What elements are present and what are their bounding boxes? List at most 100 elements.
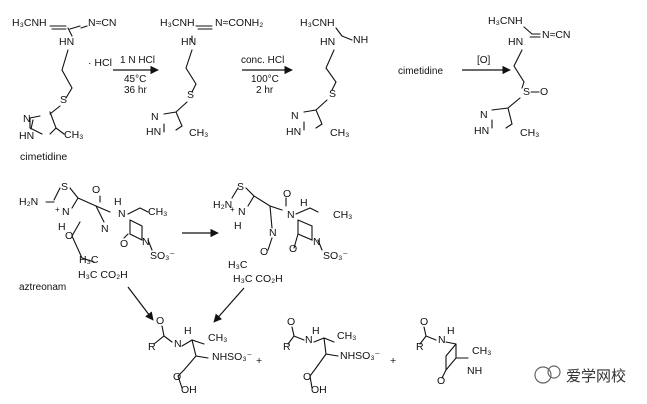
label-nh-az1: N [118,208,126,220]
cimetidine-hcl-structure: H₃CNH N≈CN HN · HCl S N HN CH₃ cimetidin… [12,17,117,163]
label-o-az2a: O [283,188,291,200]
label-o-az1b: O [65,230,73,242]
label-oh-p1: OH [181,384,197,396]
label-s-4: S [523,86,530,98]
label-o-az2c: O [289,243,297,255]
label-n-ox-az2: N [269,227,277,239]
label-so3-az2: SO₃⁻ [323,250,348,262]
label-h-p3: H [447,325,455,337]
guanylurea-structure: H₃CNH N≈CONH₂ HN S N HN CH₃ [146,17,263,139]
label-h3cnh-1: H₃CNH [12,17,47,29]
plus-2: + [390,355,396,367]
watermark-text: 爱学网校 [566,367,626,385]
label-oh-p2: OH [311,384,327,396]
label-h3cnh-3: H₃CNH [300,17,335,29]
aztreonam-structure: H₂N S + N H O N H CH₃ N O O N SO₃⁻ H₃C H… [19,181,175,293]
label-n-p1: N [174,338,182,350]
label-cimetidine: cimetidine [20,151,67,163]
label-o-az1a: O [92,184,100,196]
label-o-p3b: O [437,375,445,387]
label-s-2: S [187,89,194,101]
arrow-step-3: cimetidine [O] [398,55,511,77]
label-o-az1c: O [120,238,128,250]
label-h-amide-az2: H [300,197,308,209]
label-ch3-ring-4: CH₃ [520,127,539,139]
label-cimetidine-ox: cimetidine [398,66,443,77]
watermark-logo-icon [534,365,561,384]
label-n-p2: N [305,334,313,346]
label-hn-ring-4: HN [474,125,489,137]
cond-3-top: [O] [477,55,491,66]
label-hn-1: HN [59,36,74,48]
label-r-p1: R [148,341,156,353]
reaction-arrow-hydrolysis-1 [127,286,154,321]
label-nh-az2: N [287,209,295,221]
label-s-az1: S [61,181,68,193]
label-h-az2: H [234,220,242,232]
label-n-ring-3: N [291,110,299,122]
cond-1-temp: 45°C [124,74,146,85]
label-o-4: O [540,86,548,98]
watermark: 爱学网校 [534,365,626,385]
label-h2n-1: H₂N [19,196,38,208]
label-nh-p3: NH [467,365,482,377]
reaction-arrow-hydrolysis-2 [213,287,245,323]
label-h-amide-az1: H [114,196,122,208]
label-ch3-ring-1: CH₃ [64,129,83,141]
label-ch3-p3: CH₃ [472,345,491,357]
label-h-p1: H [184,325,192,337]
cond-1-time: 36 hr [124,85,147,96]
label-h3c-az2: H₃C [228,259,248,271]
label-nhso3-p1: NHSO₃⁻ [212,351,253,363]
label-hn-4: HN [508,36,523,48]
product-1-structure: O R N H CH₃ NHSO₃⁻ O OH [148,315,253,396]
label-n-lactam-az2: N [313,236,321,248]
label-s-1: S [60,94,67,106]
product-2-structure: O R N H CH₃ NHSO₃⁻ O OH [283,316,381,396]
cond-2-temp: 100°C [251,74,279,85]
label-n-p3: N [438,334,446,346]
label-n-ring-1: N [23,113,31,125]
label-cn-4: N≈CN [542,29,571,41]
label-hn-ring-3: HN [286,126,301,138]
product-3-structure: O R N H CH₃ NH O [416,316,491,387]
label-o-p2a: O [287,316,295,328]
label-h3c-co2h-az1: H₃C CO₂H [78,269,128,281]
label-nhso3-p2: NHSO₃⁻ [340,350,381,362]
label-hn-ring-2: HN [146,126,161,138]
label-o-az2b: O [260,246,268,258]
label-nh: NH [353,34,368,46]
label-ch3-az2: CH₃ [333,209,352,221]
aztreonam-isomer-structure: H₂N S + N H O N H CH₃ N O O N SO₃⁻ H₃C H… [213,181,352,285]
label-hn-3: HN [320,36,335,48]
label-hcl: · HCl [88,57,112,69]
cimetidine-sulfoxide-structure: H₃CNH N≈CN HN S O N HN CH₃ [474,15,571,139]
label-h-az1: H [58,221,66,233]
cond-1-top: 1 N HCl [120,55,155,66]
label-o-p1a: O [156,315,164,327]
label-ch3-p1: CH₃ [208,332,227,344]
label-h2n-2: H₂N [213,199,232,211]
label-plus-2: + [230,205,235,214]
label-h3cnh-2: H₃CNH [160,17,195,29]
label-hn-ring-1: HN [19,130,34,142]
label-r-p2: R [283,341,291,353]
label-ch3-az1: CH₃ [148,206,167,218]
label-so3-az1: SO₃⁻ [150,250,175,262]
label-n-lactam-az1: N [142,236,150,248]
arrow-step-1: 1 N HCl 45°C 36 hr [113,55,159,96]
label-s-3: S [329,88,336,100]
label-ch3-p2: CH₃ [337,330,356,342]
label-n-az2: N [238,206,246,218]
cond-2-time: 2 hr [256,85,274,96]
label-n-ring-2: N [151,111,159,123]
label-n-az1: N [62,206,70,218]
label-ch3-ring-2: CH₃ [189,127,208,139]
label-h3c-co2h-az2: H₃C CO₂H [233,273,283,285]
label-ch3-ring-3: CH₃ [330,127,349,139]
label-o-p1b: O [173,371,181,383]
label-cn-1: N≈CN [88,17,117,29]
label-plus-1: + [55,205,60,214]
